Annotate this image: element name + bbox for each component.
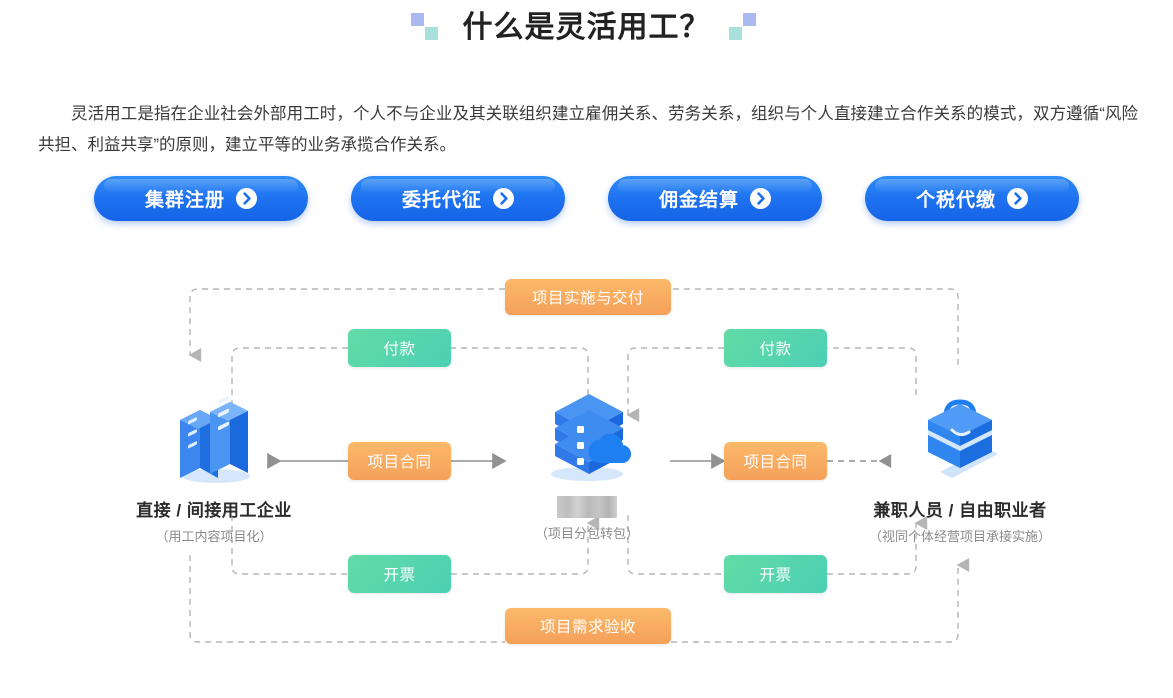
diagram-node-freelancer: 兼职人员 / 自由职业者 （视同个体经营项目承接实施） bbox=[830, 390, 1090, 545]
tag-project-requirement-acceptance: 项目需求验收 bbox=[505, 608, 671, 644]
office-building-icon bbox=[84, 390, 344, 486]
service-button-label: 佣金结算 bbox=[658, 190, 739, 211]
service-button-commission-settlement[interactable]: 佣金结算 bbox=[608, 176, 822, 221]
service-button-label: 委托代征 bbox=[401, 190, 482, 211]
title-decoration-left-icon bbox=[410, 11, 445, 45]
chevron-right-circle-icon bbox=[493, 188, 514, 209]
service-button-personal-tax-withholding[interactable]: 个税代缴 bbox=[865, 176, 1079, 221]
tag-project-contract-left: 项目合同 bbox=[348, 442, 451, 480]
diagram-node-subtitle: （用工内容项目化） bbox=[155, 529, 273, 544]
diagram-node-subtitle: （视同个体经营项目承接实施） bbox=[868, 529, 1051, 544]
service-button-label: 集群注册 bbox=[144, 190, 225, 211]
diagram-node-title: 兼职人员 / 自由职业者 bbox=[873, 501, 1047, 520]
diagram-node-subtitle: （项目分包转包） bbox=[534, 526, 639, 541]
cloud-server-icon bbox=[457, 390, 717, 486]
tag-payment-right: 付款 bbox=[724, 329, 827, 367]
flexible-employment-flow-diagram: 项目实施与交付 项目需求验收 付款 付款 项目合同 项目合同 开票 开票 bbox=[0, 255, 1173, 675]
service-button-entrusted-collection[interactable]: 委托代征 bbox=[351, 176, 565, 221]
diagram-node-employer: 直接 / 间接用工企业 （用工内容项目化） bbox=[84, 390, 344, 545]
tag-invoice-left: 开票 bbox=[348, 555, 451, 593]
diagram-connectors bbox=[188, 288, 970, 643]
service-button-cluster-registration[interactable]: 集群注册 bbox=[94, 176, 308, 221]
diagram-node-title: 直接 / 间接用工企业 bbox=[136, 501, 292, 520]
tag-invoice-right: 开票 bbox=[724, 555, 827, 593]
chevron-right-circle-icon bbox=[236, 188, 257, 209]
chevron-right-circle-icon bbox=[1007, 188, 1028, 209]
tag-project-contract-right: 项目合同 bbox=[724, 442, 827, 480]
diagram-node-title-redacted bbox=[557, 496, 617, 518]
briefcase-icon bbox=[830, 390, 1090, 486]
page-title: 什么是灵活用工？ bbox=[462, 11, 711, 44]
diagram-node-platform: （项目分包转包） bbox=[457, 390, 717, 542]
service-button-label: 个税代缴 bbox=[915, 190, 996, 211]
page-header: 什么是灵活用工？ bbox=[0, 0, 1173, 56]
intro-paragraph: 灵活用工是指在企业社会外部用工时，个人不与企业及其关联组织建立雇佣关系、劳务关系… bbox=[38, 104, 1138, 154]
title-decoration-right-icon bbox=[728, 11, 763, 45]
service-button-row: 集群注册 委托代征 佣金结算 个税代缴 bbox=[0, 176, 1173, 221]
chevron-right-circle-icon bbox=[750, 188, 771, 209]
tag-project-implementation-delivery: 项目实施与交付 bbox=[505, 279, 671, 315]
tag-payment-left: 付款 bbox=[348, 329, 451, 367]
